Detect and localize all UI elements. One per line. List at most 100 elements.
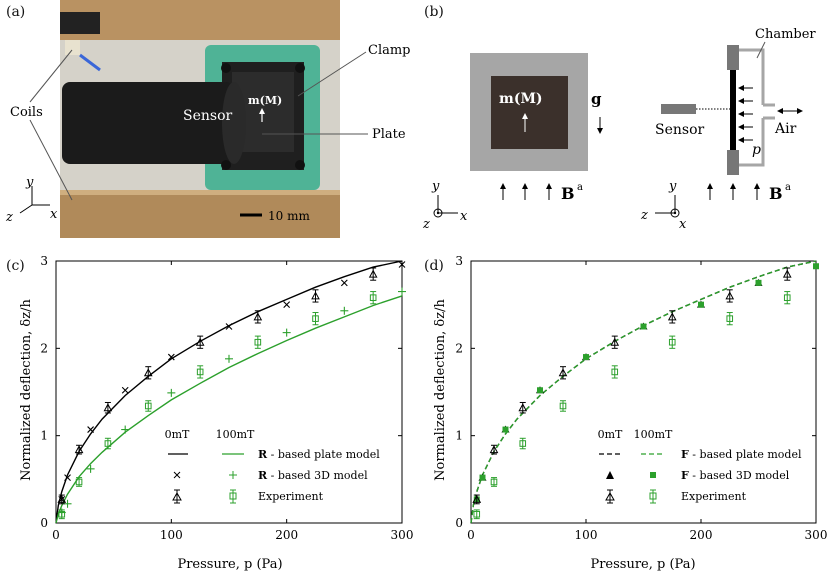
legend-row-2: R - based 3D model (258, 469, 368, 482)
y-tick-label: 2 (455, 341, 463, 355)
air-arrowhead-left (777, 108, 783, 114)
y-tick-label: 3 (455, 254, 463, 268)
triangle-marker (782, 269, 792, 278)
screw-icon (295, 160, 305, 170)
square-marker (58, 510, 66, 518)
error-bar-point (143, 366, 153, 380)
filled-square-marker (479, 474, 486, 481)
schematic-moment-arrowhead (522, 113, 528, 119)
cross-marker (121, 386, 129, 394)
clamp-leader (297, 51, 367, 97)
error-bar-point (489, 444, 499, 455)
series-line (55, 260, 403, 524)
legend-col-100mT: 100mT (216, 428, 255, 441)
series-line (55, 295, 403, 524)
panel-label-d: (d) (424, 258, 444, 274)
cross-marker (225, 323, 233, 330)
air-label: Air (774, 121, 797, 137)
filled-square-marker (537, 387, 543, 394)
error-bar-point (369, 291, 377, 305)
error-bar-point (782, 267, 792, 281)
legend: 0mT 100mT F - based plate model F - base… (598, 428, 802, 504)
square-marker (369, 294, 377, 301)
side-clamp-bottom (727, 150, 739, 175)
plus-marker (167, 388, 176, 397)
error-bar-point (490, 477, 498, 487)
cross-stroke (340, 279, 348, 287)
error-bar-point (725, 289, 735, 303)
cross-stroke (398, 261, 406, 268)
legend-col-0mT: 0mT (598, 428, 623, 441)
photo-sensor-label: Sensor (183, 108, 233, 124)
cross-marker (64, 474, 71, 481)
moment-arrowhead (259, 108, 265, 114)
square-marker (473, 510, 481, 518)
error-bar-point (311, 289, 320, 303)
side-plate (730, 45, 736, 175)
pressure-label: p (752, 142, 761, 158)
y-tick-label: 3 (40, 254, 48, 268)
side-sensor-label: Sensor (655, 122, 705, 138)
photo-axis-x-label: x (50, 207, 58, 222)
square-marker (783, 294, 791, 301)
square-marker (312, 315, 319, 322)
field-sup-left: a (577, 182, 583, 193)
x-axis-label: Pressure, p (Pa) (177, 557, 282, 572)
filled-square-marker (698, 301, 704, 308)
side-axis-z-label: z (640, 208, 648, 223)
photo-axis-z (19, 204, 33, 214)
legend-row-3: Experiment (681, 490, 747, 503)
photo-moment-label: m(M) (248, 94, 282, 107)
legend-square-marker (649, 489, 657, 504)
filled-square-marker (813, 263, 819, 270)
square-marker (668, 338, 676, 346)
chamber-wall-top (739, 48, 765, 105)
plus-marker (121, 425, 130, 434)
error-bar-point (195, 335, 205, 349)
legend-square-marker (229, 489, 237, 504)
error-bar-point (726, 312, 734, 326)
cross-marker (167, 353, 175, 361)
clamp-label: Clamp (368, 43, 411, 58)
coils-leader-2 (29, 119, 73, 201)
legend-cross-marker (173, 471, 181, 479)
field-arrows-right (707, 183, 760, 200)
panel-label-b: (b) (424, 4, 444, 20)
field-arrows-left (500, 183, 552, 200)
filled-square-marker (502, 426, 509, 433)
wood-bottom (60, 195, 340, 238)
error-bar-point (519, 437, 527, 450)
into-page-dot-icon (673, 211, 677, 215)
error-bar-point (74, 444, 84, 455)
legend-plus-marker (229, 471, 237, 479)
plus-marker (86, 464, 95, 473)
x-axis-label: Pressure, p (Pa) (590, 557, 695, 572)
error-bar-point (611, 365, 619, 379)
legend-filled-square-marker (650, 472, 656, 478)
plus-marker (340, 306, 349, 315)
legend-triangle-marker (605, 489, 615, 504)
square-marker (726, 315, 734, 322)
error-bar-point (57, 494, 67, 505)
square-marker (196, 368, 204, 376)
error-bar-point (103, 401, 113, 414)
cross-stroke (64, 474, 71, 481)
square-marker (559, 402, 567, 410)
side-sensor (661, 104, 696, 114)
gravity-arrowhead (597, 128, 603, 134)
triangle-marker (472, 494, 482, 503)
triangle-marker (195, 337, 205, 346)
air-arrowhead-right (797, 108, 803, 114)
triangle-marker (368, 269, 378, 278)
cross-stroke (87, 426, 94, 433)
schematic-axis-y-label: y (431, 179, 440, 194)
triangle-marker (489, 445, 499, 454)
square-marker (75, 478, 83, 486)
triangle-marker (311, 291, 320, 300)
plus-marker (225, 354, 233, 363)
photo-panel: Sensor m(M) 10 mm Coils Clamp Plate y x … (5, 0, 411, 238)
cross-stroke (167, 353, 175, 361)
cross-stroke (121, 386, 129, 394)
